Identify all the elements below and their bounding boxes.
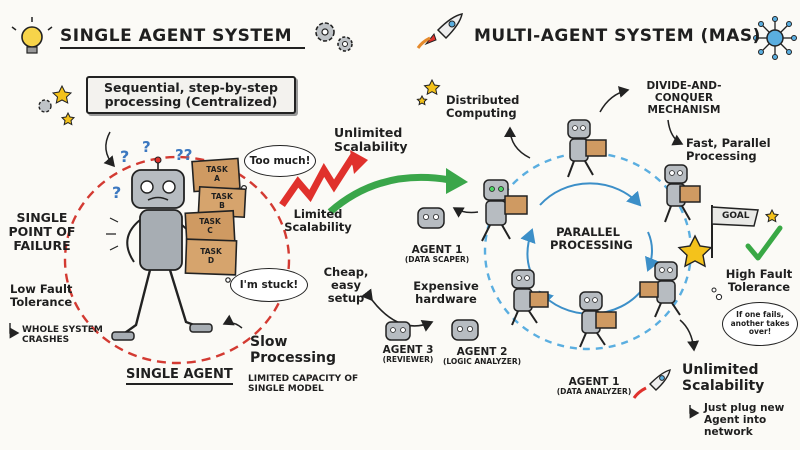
unlimited-scalability-middle-label: Unlimited Scalability	[334, 125, 408, 154]
agent-role: (REVIEWER)	[382, 355, 434, 364]
gear-icon	[315, 22, 353, 52]
if-one-fails-text: If one fails, another takes over!	[730, 310, 790, 337]
single-agent-boundary	[63, 155, 291, 365]
unlimited-scalability-right-label: Unlimited Scalability	[682, 362, 765, 394]
agent-reviewer-label: AGENT 3 (REVIEWER)	[378, 344, 438, 365]
agent-name: AGENT 1	[411, 244, 463, 256]
agent-data-analyzer-label: AGENT 1 (DATA ANALYZER)	[554, 376, 634, 397]
robot-icon	[385, 119, 701, 348]
task-d-label: TASK D	[200, 247, 222, 265]
if-one-fails-bubble: If one fails, another takes over!	[722, 302, 798, 346]
rocket-icon	[416, 13, 463, 49]
svg-text:?: ?	[120, 147, 129, 166]
svg-text:?: ?	[112, 183, 121, 202]
single-agent-label: SINGLE AGENT	[126, 367, 233, 385]
parallel-processing-label: PARALLEL PROCESSING	[550, 225, 633, 252]
robot-icon: ? ? ?? ?	[106, 138, 213, 341]
rocket-icon	[632, 369, 671, 399]
mas-title: MULTI-AGENT SYSTEM (MAS)	[474, 26, 761, 46]
high-fault-tolerance-label: High Fault Tolerance	[725, 267, 793, 294]
svg-text:?: ?	[142, 138, 151, 156]
sequential-processing-box: Sequential, step-by-step processing (Cen…	[86, 76, 296, 114]
network-icon	[753, 16, 797, 60]
goal-flag-icon	[711, 205, 759, 258]
agent-role: (LOGIC ANALYZER)	[442, 357, 522, 366]
agent-role: (DATA ANALYZER)	[556, 387, 632, 396]
expensive-hardware-label: Expensive hardware	[413, 279, 479, 306]
agent-name: AGENT 2	[456, 346, 508, 358]
im-stuck-bubble: I'm stuck!	[230, 268, 308, 302]
task-c-label: TASK C	[199, 217, 221, 235]
too-much-bubble: Too much!	[244, 145, 316, 177]
divide-conquer-label: DIVIDE-AND-CONQUER MECHANISM	[646, 80, 722, 116]
cardboard-box-icon	[184, 157, 247, 276]
task-b-label: TASK B	[211, 192, 233, 210]
star-icon	[51, 84, 76, 126]
green-arrow	[327, 174, 451, 215]
agent-data-scraper-label: AGENT 1 (DATA SCAPER)	[404, 244, 470, 265]
goal-flag-label: GOAL	[722, 211, 750, 221]
im-stuck-text: I'm stuck!	[239, 279, 299, 291]
agent-name: AGENT 1	[568, 376, 620, 388]
task-a-label: TASK A	[206, 165, 228, 183]
fast-parallel-label: Fast, Parallel Processing	[686, 136, 771, 163]
sequential-processing-text: Sequential, step-by-step processing (Cen…	[104, 80, 278, 109]
distributed-computing-label: Distributed Computing	[446, 93, 520, 120]
limited-scalability-label: Limited Scalability	[284, 207, 352, 234]
too-much-text: Too much!	[249, 155, 311, 167]
single-agent-title: SINGLE AGENT SYSTEM	[60, 26, 293, 46]
svg-text:??: ??	[175, 146, 192, 164]
title-underline	[60, 47, 305, 49]
single-point-failure-label: SINGLE POINT OF FAILURE	[8, 210, 76, 253]
gear-icon	[38, 99, 52, 113]
just-plug-label: Just plug new Agent into network	[704, 402, 785, 438]
limited-capacity-label: LIMITED CAPACITY OF SINGLE MODEL	[248, 374, 359, 394]
lightbulb-icon	[11, 17, 53, 54]
star-icon	[677, 208, 780, 268]
star-icon	[416, 78, 441, 106]
low-fault-tolerance-label: Low Fault Tolerance	[10, 282, 73, 309]
agent-logic-analyzer-label: AGENT 2 (LOGIC ANALYZER)	[440, 346, 524, 367]
whole-system-crashes-label: WHOLE SYSTEM CRASHES	[22, 325, 103, 345]
slow-processing-label: Slow Processing	[250, 334, 337, 366]
agent-name: AGENT 3	[382, 344, 434, 356]
agent-role: (DATA SCAPER)	[404, 255, 470, 264]
cheap-setup-label: Cheap, easy setup	[323, 265, 369, 305]
checkmark-icon	[745, 225, 783, 261]
